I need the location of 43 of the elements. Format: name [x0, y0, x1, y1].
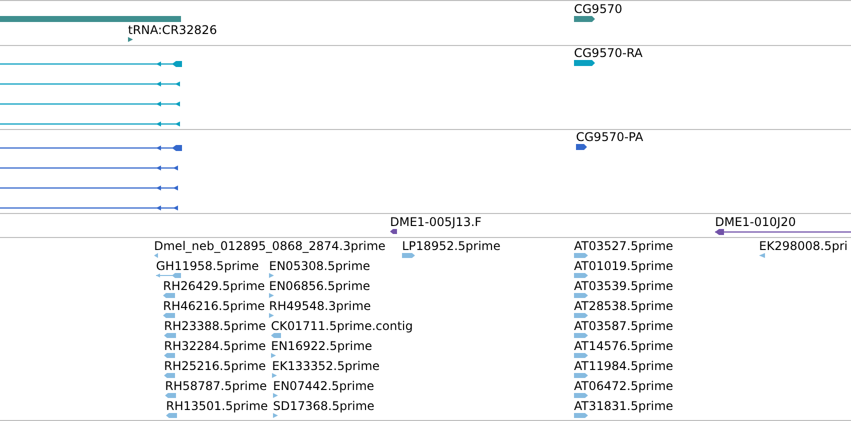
feature-label: CG9570-RA	[574, 46, 643, 60]
feature-label: AT03539.5prime	[574, 279, 674, 293]
transcript-line	[0, 205, 179, 211]
feature-label: SD17368.5prime	[273, 399, 374, 413]
feature-label: DME1-010J20	[715, 215, 796, 229]
feature-label: Dmel_neb_012895_0868_2874.3prime	[154, 239, 386, 253]
feature-label: AT14576.5prime	[574, 339, 674, 353]
feature-label: AT01019.5prime	[574, 259, 674, 273]
feature-label: AT03587.5prime	[574, 319, 674, 333]
feature-label: EN06856.5prime	[269, 279, 370, 293]
transcript-line	[0, 185, 179, 191]
feature-label: EN07442.5prime	[273, 379, 374, 393]
gene-bar	[0, 16, 181, 22]
feature-label: CK01711.5prime.contig	[271, 319, 413, 333]
feature-label: RH58787.5prime	[165, 379, 267, 393]
feature-label: DME1-005J13.F	[390, 215, 482, 229]
transcript-line	[0, 81, 181, 87]
transcript-line	[0, 165, 179, 171]
feature-label: EN16922.5prime	[271, 339, 372, 353]
feature-label: RH32284.5prime	[164, 339, 266, 353]
feature-label: AT28538.5prime	[574, 299, 674, 313]
feature-label: RH46216.5prime	[163, 299, 265, 313]
feature-label: RH23388.5prime	[164, 319, 266, 333]
feature-label: CG9570-PA	[576, 130, 644, 144]
feature-label: RH13501.5prime	[166, 399, 268, 413]
transcript-line	[0, 121, 181, 127]
transcript-line	[0, 101, 181, 107]
feature-label: EK298008.5pri	[759, 239, 848, 253]
feature-label: AT31831.5prime	[574, 399, 674, 413]
feature-label: AT06472.5prime	[574, 379, 674, 393]
feature-label: RH26429.5prime	[163, 279, 265, 293]
feature-label: RH49548.3prime	[269, 299, 371, 313]
feature-label: EK133352.5prime	[272, 359, 380, 373]
feature-label: AT11984.5prime	[574, 359, 674, 373]
transcript-line	[0, 145, 182, 151]
feature-label: tRNA:CR32826	[128, 23, 217, 37]
feature-label: LP18952.5prime	[402, 239, 501, 253]
transcript-line	[0, 61, 182, 67]
feature-label: CG9570	[574, 2, 622, 16]
feature-label: GH11958.5prime	[156, 259, 259, 273]
feature-label: EN05308.5prime	[269, 259, 370, 273]
feature-label: RH25216.5prime	[164, 359, 266, 373]
feature-label: AT03527.5prime	[574, 239, 674, 253]
